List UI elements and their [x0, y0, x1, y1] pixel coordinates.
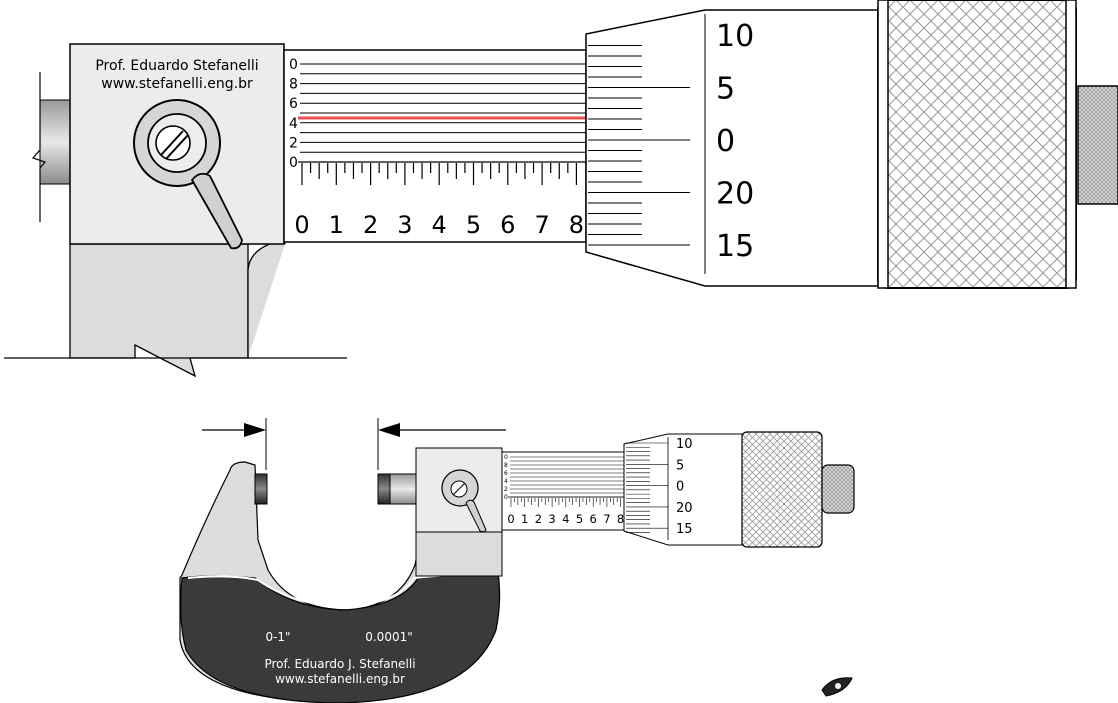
- sleeve-label: 7: [603, 512, 610, 526]
- thimble-label: 0: [676, 480, 684, 495]
- vernier-label: 8: [289, 77, 298, 93]
- vernier-label: 2: [289, 135, 298, 151]
- sleeve-label: 7: [534, 211, 549, 239]
- sleeve-label: 6: [500, 211, 515, 239]
- small-thimble: [623, 433, 743, 546]
- sleeve-label: 1: [329, 211, 344, 239]
- vernier-label: 6: [289, 96, 298, 112]
- small-lock-nut-icon[interactable]: [441, 469, 487, 533]
- spindle: [389, 473, 419, 505]
- sleeve-label: 5: [466, 211, 481, 239]
- sleeve-label: 4: [432, 211, 447, 239]
- vernier-label: 4: [504, 478, 508, 485]
- vernier-label: 0: [289, 57, 298, 73]
- thimble-scale: 10 5 0 20 15: [588, 19, 754, 264]
- sleeve-label: 2: [535, 512, 542, 526]
- lock-lever: [190, 172, 243, 250]
- thimble-label: 20: [676, 501, 693, 516]
- top-credit-author: Prof. Eduardo Stefanelli: [95, 58, 258, 74]
- spindle-stub: [39, 99, 73, 185]
- frame-plate: [180, 572, 501, 703]
- sleeve-label: 1: [521, 512, 528, 526]
- frame-credit-url: www.stefanelli.eng.br: [275, 672, 405, 686]
- thimble-label: 5: [716, 72, 735, 107]
- break-line: [31, 72, 47, 222]
- frame-fillet: [247, 239, 286, 358]
- sleeve-label: 0: [507, 512, 514, 526]
- sleeve-label: 5: [576, 512, 583, 526]
- arrow-right-icon: [202, 423, 266, 437]
- sleeve-label: 2: [363, 211, 378, 239]
- top-credit-url: www.stefanelli.eng.br: [101, 76, 253, 92]
- frame-credit-author: Prof. Eduardo J. Stefanelli: [264, 657, 415, 671]
- vernier-label: 0: [289, 155, 298, 171]
- thimble-label: 15: [676, 522, 693, 537]
- frame-range: 0-1": [265, 630, 290, 644]
- sleeve-label: 3: [397, 211, 412, 239]
- anvil-face: [254, 473, 268, 505]
- thimble-label: 5: [676, 458, 684, 473]
- thimble-label: 10: [676, 437, 693, 452]
- thimble-label: 0: [716, 124, 735, 159]
- sleeve-label: 8: [569, 211, 584, 239]
- vernier-label: 6: [504, 470, 508, 477]
- frame-resolution: 0.0001": [365, 630, 413, 644]
- vernier-label: 2: [504, 486, 508, 493]
- thimble-label: 10: [716, 19, 754, 54]
- full-micrometer: 0-1" 0.0001" Prof. Eduardo J. Stefanelli…: [179, 418, 855, 703]
- sleeve-label: 3: [548, 512, 555, 526]
- ratchet[interactable]: [1077, 85, 1118, 205]
- small-ratchet[interactable]: [821, 464, 855, 514]
- vernier-label: 8: [504, 462, 508, 469]
- knurled-grip[interactable]: [877, 0, 1077, 289]
- sleeve-label: 8: [617, 512, 624, 526]
- vernier-label: 0: [504, 454, 508, 461]
- vernier-label: 0: [504, 494, 508, 501]
- sleeve-label: 4: [562, 512, 569, 526]
- sleeve-label: 0: [294, 211, 309, 239]
- frame-lower-block: [69, 243, 249, 378]
- thimble-label: 20: [716, 177, 754, 212]
- arrow-left-icon: [378, 423, 506, 437]
- vernier-label: 4: [289, 116, 298, 132]
- spindle-face: [377, 473, 391, 505]
- sleeve-label: 6: [590, 512, 597, 526]
- lock-nut-icon[interactable]: [133, 99, 243, 250]
- small-knurled-grip[interactable]: [741, 431, 823, 548]
- eye-icon[interactable]: [821, 677, 853, 697]
- small-thimble-scale: 10 5 0 20 15: [626, 437, 693, 537]
- enlarged-view: Prof. Eduardo Stefanelli www.stefanelli.…: [4, 0, 1118, 378]
- thimble-label: 15: [716, 229, 754, 264]
